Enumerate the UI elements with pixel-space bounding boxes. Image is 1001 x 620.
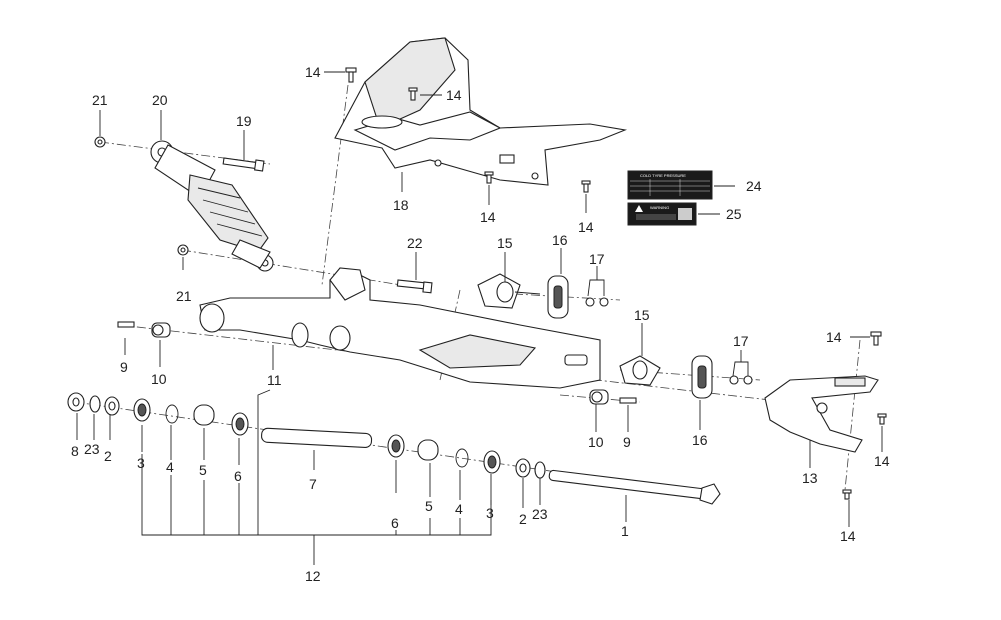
callout-25: 25 — [726, 206, 742, 222]
bearing-left-inner — [231, 412, 249, 436]
callout-7: 7 — [309, 476, 317, 492]
callout-14-top: 14 — [305, 64, 321, 80]
callout-6-right: 6 — [391, 515, 399, 531]
guard-bolt-top — [870, 331, 882, 346]
callout-23-left: 23 — [84, 441, 100, 457]
guard-bolt-bottom — [842, 489, 852, 500]
callout-14-guard-mid: 14 — [874, 453, 890, 469]
callout-10-left: 10 — [151, 371, 167, 387]
callout-24: 24 — [746, 178, 762, 194]
shock-nut-lower — [177, 244, 189, 256]
pivot-sleeve — [261, 427, 373, 448]
rear-shock-absorber — [150, 140, 274, 272]
callout-17-right: 17 — [733, 333, 749, 349]
callout-16-left: 16 — [552, 232, 568, 248]
callout-20: 20 — [152, 92, 168, 108]
adjuster-nuts-left — [585, 297, 609, 307]
dust-seal-right — [515, 458, 531, 478]
callout-21-lower: 21 — [176, 288, 192, 304]
callout-16-right: 16 — [692, 432, 708, 448]
callout-19: 19 — [236, 113, 252, 129]
callout-2-left: 2 — [104, 448, 112, 464]
pivot-bolt-left — [117, 321, 135, 328]
callout-4-left: 4 — [166, 459, 174, 475]
shock-lower-bolt — [396, 279, 433, 294]
callout-14-fender: 14 — [446, 87, 462, 103]
callout-9-left: 9 — [120, 359, 128, 375]
callout-18: 18 — [393, 197, 409, 213]
dust-seal-left — [104, 396, 120, 416]
guard-bolt-mid — [877, 413, 887, 425]
fender-bolt-top — [345, 67, 357, 83]
callout-14-fender-right: 14 — [578, 219, 594, 235]
pivot-nut — [67, 392, 85, 412]
callout-15-right: 15 — [634, 307, 650, 323]
fender-bolt-lower — [484, 171, 494, 184]
chain-adjuster-block-right — [619, 355, 661, 386]
bearing-right-inner — [387, 434, 405, 458]
callout-1: 1 — [621, 523, 629, 539]
callout-14-fender-lower: 14 — [480, 209, 496, 225]
callout-10-right: 10 — [588, 434, 604, 450]
spacer-right — [417, 439, 439, 461]
callout-13: 13 — [802, 470, 818, 486]
callout-5-left: 5 — [199, 462, 207, 478]
fender-bolt-mid — [408, 87, 418, 101]
bearing-right-outer — [483, 450, 501, 474]
washer-left — [89, 395, 101, 413]
callout-11: 11 — [267, 372, 282, 388]
callout-14-guard-bottom: 14 — [840, 528, 856, 544]
callout-14-guard-top: 14 — [826, 329, 842, 345]
warning-label: WARNING — [627, 202, 697, 226]
circlip-right — [455, 448, 469, 468]
callout-8: 8 — [71, 443, 79, 459]
callout-22: 22 — [407, 235, 423, 251]
callout-5-right: 5 — [425, 498, 433, 514]
callout-2-right: 2 — [519, 511, 527, 527]
pivot-shaft — [548, 469, 721, 505]
callout-6-left: 6 — [234, 468, 242, 484]
callout-15-left: 15 — [497, 235, 513, 251]
chain-adjuster-plate-right — [691, 355, 713, 399]
swingarm — [199, 267, 601, 389]
callout-3-left: 3 — [137, 455, 145, 471]
washer-right — [534, 461, 546, 479]
callout-9-right: 9 — [623, 434, 631, 450]
adjuster-nuts-right — [729, 375, 753, 385]
chain-adjuster-block-left — [477, 273, 541, 309]
pivot-bolt-right — [619, 397, 637, 404]
chain-adjuster-plate-left — [547, 275, 569, 319]
callout-17-left: 17 — [589, 251, 605, 267]
callout-23-right: 23 — [532, 506, 548, 522]
shock-nut-upper — [94, 136, 106, 148]
chain-guard — [764, 375, 879, 453]
tire-pressure-label: COLD TYRE PRESSURE — [627, 170, 713, 200]
circlip-left — [165, 404, 179, 424]
collar-left — [151, 322, 171, 338]
collar-right — [589, 389, 609, 405]
rear-fender — [334, 37, 628, 186]
spacer-left — [193, 404, 215, 426]
tire-label-title: COLD TYRE PRESSURE — [640, 173, 686, 178]
warning-label-title: WARNING — [650, 205, 669, 210]
callout-12: 12 — [305, 568, 321, 584]
callouts: 14 14 18 14 14 21 20 19 21 22 15 16 17 2… — [71, 64, 890, 584]
callout-4-right: 4 — [455, 501, 463, 517]
callout-21-upper: 21 — [92, 92, 108, 108]
fender-bolt-right — [581, 180, 591, 193]
bearing-left-outer — [133, 398, 151, 422]
shock-upper-bolt — [222, 157, 265, 172]
leader-lines — [76, 71, 883, 565]
callout-3-right: 3 — [486, 505, 494, 521]
